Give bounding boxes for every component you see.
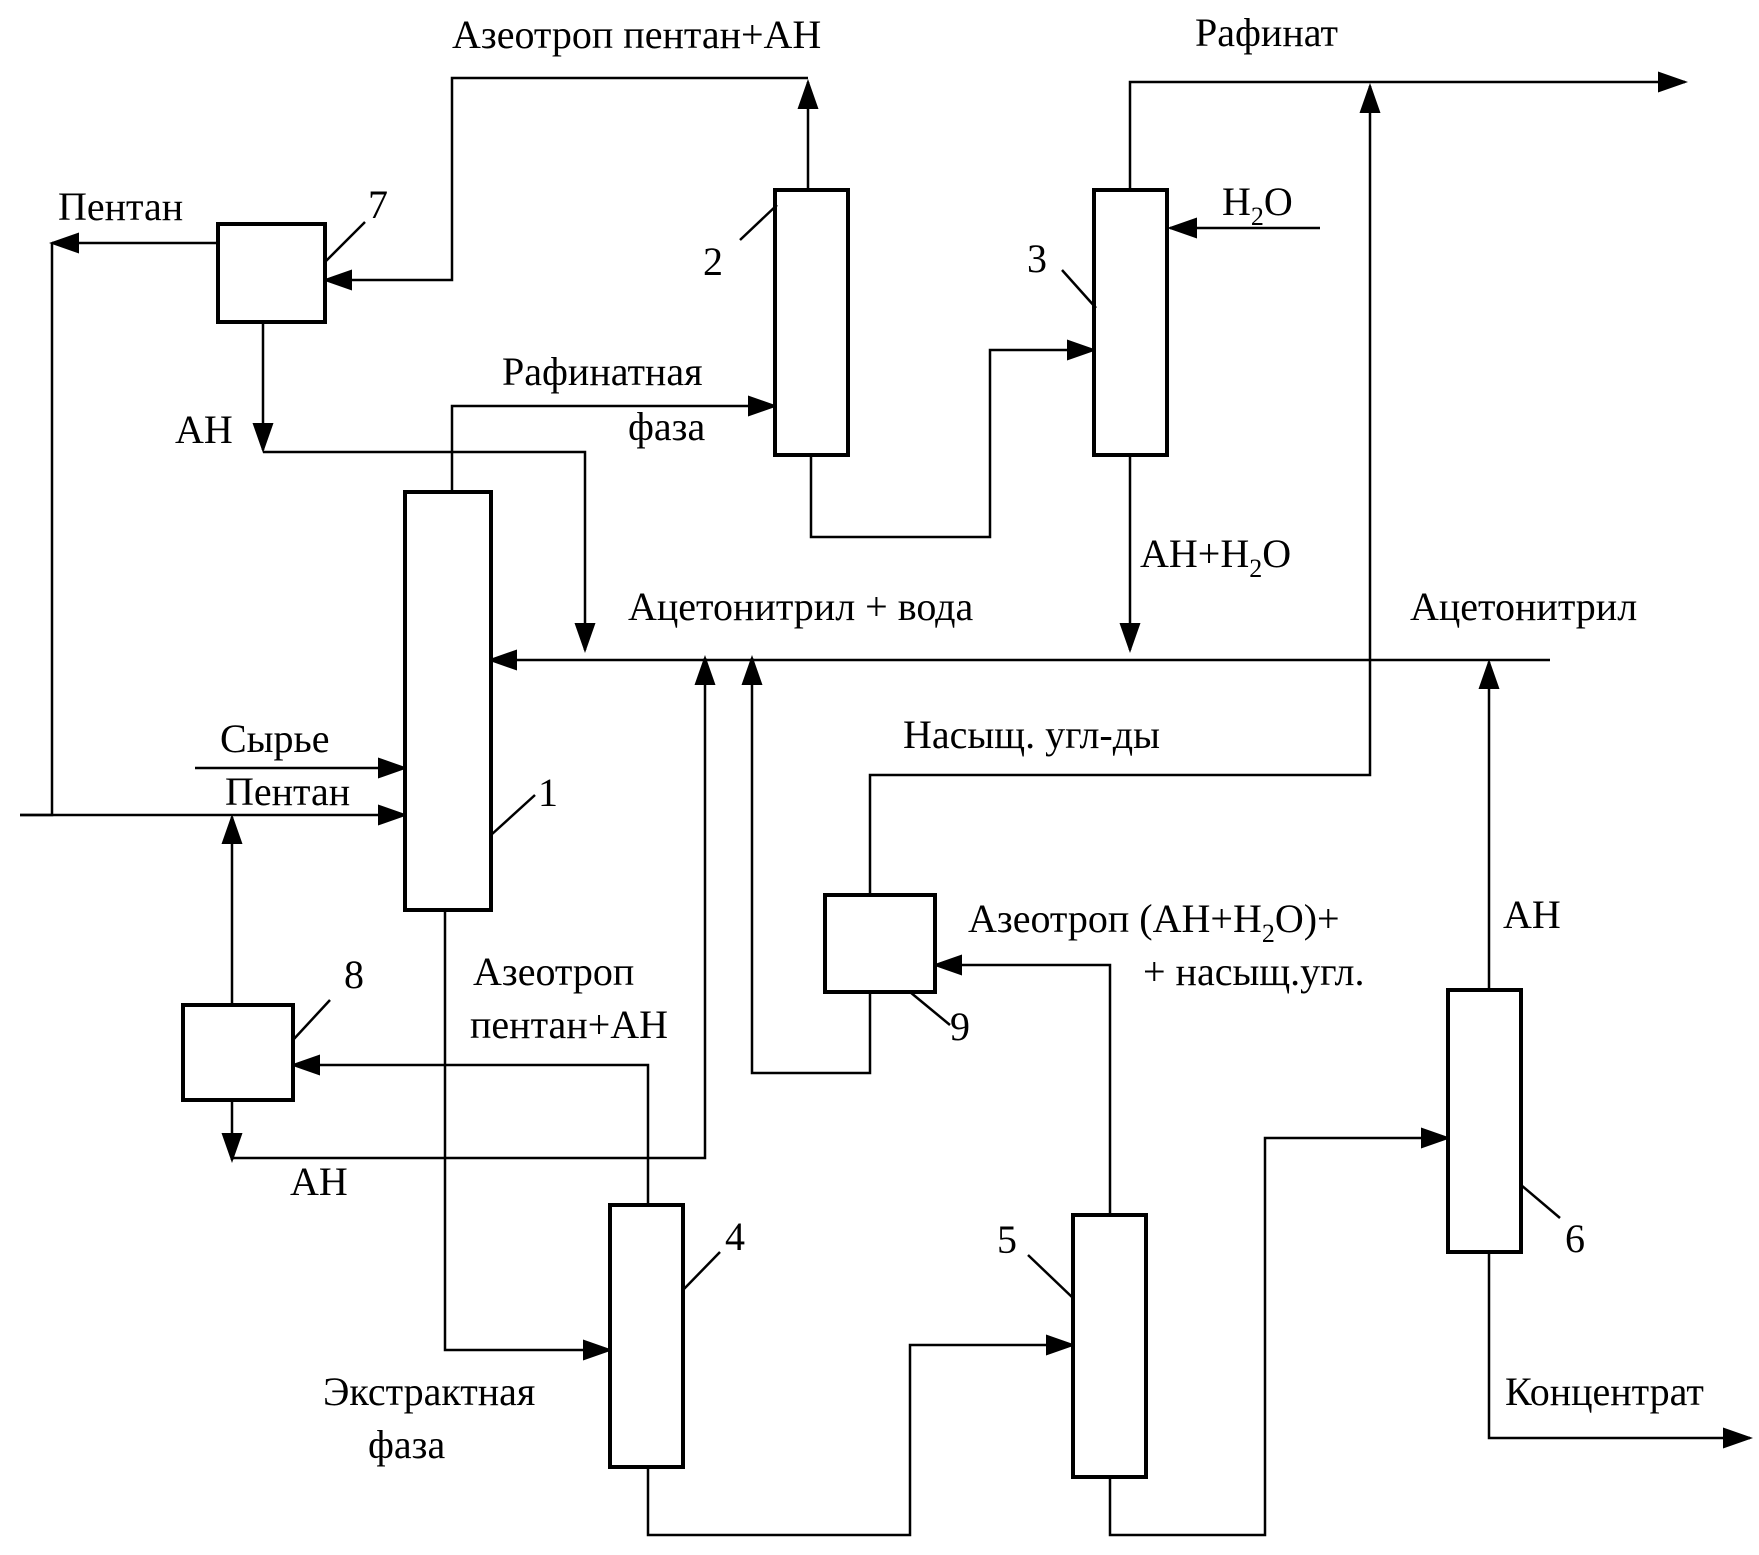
label-acetonitrile-water: Ацетонитрил + вода [628, 584, 974, 629]
unit-number-3: 3 [1027, 236, 1047, 281]
label-azeotrope-an-h2o-line1: Азеотроп (АН+H2O)+ [968, 896, 1340, 948]
leader-3 [1062, 270, 1096, 308]
leader-6 [1521, 1185, 1560, 1218]
unit-number-7: 7 [368, 182, 388, 227]
label-pentane-in: Пентан [225, 769, 350, 814]
flow-raffinate-out [1130, 82, 1685, 190]
separator-9 [825, 895, 935, 992]
unit-number-1: 1 [538, 770, 558, 815]
column-1 [405, 492, 491, 910]
unit-number-5: 5 [997, 1217, 1017, 1262]
unit-number-4: 4 [725, 1214, 745, 1259]
unit-number-8: 8 [344, 952, 364, 997]
label-azeotrope-an-h2o-line2: + насыщ.угл. [1143, 949, 1364, 994]
leader-1 [491, 795, 535, 835]
label-feed: Сырье [220, 716, 330, 761]
leader-9 [910, 992, 950, 1025]
label-azeotrope-bottom-line2: пентан+АН [470, 1002, 668, 1047]
label-pentane-out: Пентан [58, 184, 183, 229]
unit-number-6: 6 [1565, 1216, 1585, 1261]
label-raffinate-phase-line1: Рафинатная [502, 349, 703, 394]
flow-9-to-mix [752, 658, 870, 1073]
label-azeotrope-top: Азеотроп пентан+АН [452, 12, 821, 57]
leader-2 [740, 205, 777, 240]
column-4 [610, 1205, 683, 1467]
unit-number-9: 9 [950, 1004, 970, 1049]
label-an-from-6: АН [1503, 892, 1561, 937]
label-an-h2o: АН+H2O [1140, 531, 1291, 583]
leader-4 [683, 1252, 720, 1290]
label-extract-phase-line2: фаза [368, 1422, 445, 1467]
flow-pentane-recycle-line [20, 243, 52, 815]
unit-number-2: 2 [703, 239, 723, 284]
leader-5 [1028, 1255, 1073, 1298]
label-concentrate: Концентрат [1505, 1369, 1704, 1414]
leader-7 [325, 222, 365, 262]
label-acetonitrile: Ацетонитрил [1410, 584, 1637, 629]
flow-4-to-5 [648, 1345, 1073, 1535]
label-an-from-8: АН [290, 1159, 348, 1204]
label-saturated-hc: Насыщ. угл-ды [903, 712, 1160, 757]
column-5 [1073, 1215, 1146, 1477]
label-raffinate-phase-line2: фаза [628, 404, 705, 449]
flow-raffinate-phase [452, 406, 775, 492]
label-raffinate: Рафинат [1195, 10, 1338, 55]
flow-azeotrope-to-7 [325, 78, 808, 280]
label-an-from-7: АН [175, 407, 233, 452]
flow-2-to-3 [811, 350, 1094, 537]
label-water: H2O [1222, 179, 1293, 231]
separator-8 [183, 1005, 293, 1100]
separator-7 [218, 224, 325, 322]
column-2 [775, 190, 848, 455]
label-extract-phase-line1: Экстрактная [323, 1369, 535, 1414]
units [183, 190, 1521, 1477]
label-azeotrope-bottom-line1: Азеотроп [473, 949, 634, 994]
leader-8 [293, 1000, 330, 1040]
flow-5-to-6 [1110, 1138, 1448, 1535]
column-6 [1448, 990, 1521, 1252]
column-3 [1094, 190, 1167, 455]
flow-5-to-9 [935, 965, 1110, 1215]
